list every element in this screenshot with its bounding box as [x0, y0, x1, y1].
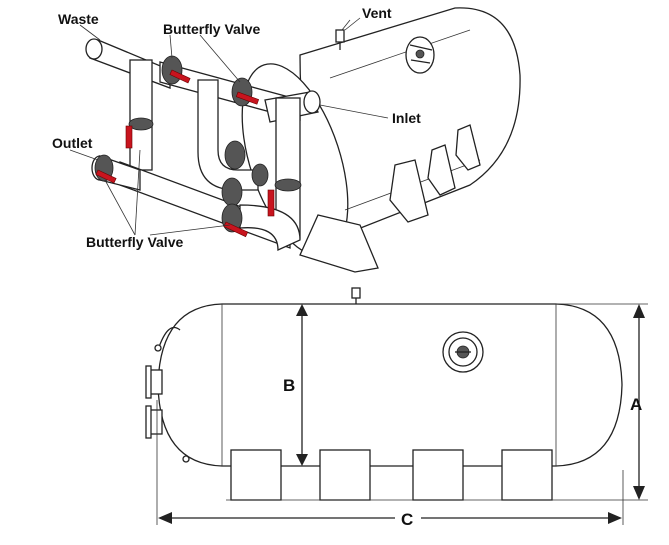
vent-valve-icon: [335, 17, 361, 50]
leader-lines: [69, 19, 389, 236]
sight-glass-icon: [442, 331, 484, 373]
dim-label-c: C: [401, 510, 413, 529]
tank-body-side: [157, 303, 623, 467]
label-butterfly-valve-bottom: Butterfly Valve: [86, 234, 183, 250]
vent-valve-icon: [351, 287, 361, 304]
valve-top-left: [161, 55, 191, 85]
dim-label-b: B: [283, 376, 295, 395]
label-outlet: Outlet: [52, 135, 93, 151]
isometric-view: Waste Butterfly Valve Vent Inlet Outlet …: [52, 5, 521, 273]
butterfly-valve-icon: [94, 55, 302, 238]
end-nozzles: [145, 326, 190, 463]
label-vent: Vent: [362, 5, 392, 21]
saddle-legs: [226, 449, 556, 501]
pipework: [85, 38, 321, 252]
label-butterfly-valve-top: Butterfly Valve: [163, 21, 260, 37]
manhole-icon: [405, 36, 435, 74]
valve-right-riser: [267, 178, 302, 217]
valve-top-right: [231, 77, 260, 107]
label-waste: Waste: [58, 11, 99, 27]
side-elevation: B A C: [145, 287, 648, 529]
valve-outlet: [94, 154, 117, 184]
dim-label-a: A: [630, 395, 642, 414]
label-inlet: Inlet: [392, 110, 421, 126]
valve-left-riser: [125, 117, 154, 149]
dimension-a: A: [556, 303, 648, 501]
dimension-b: B: [283, 304, 308, 466]
dimension-c: C: [156, 400, 624, 529]
tank-legs-iso: [299, 124, 481, 273]
